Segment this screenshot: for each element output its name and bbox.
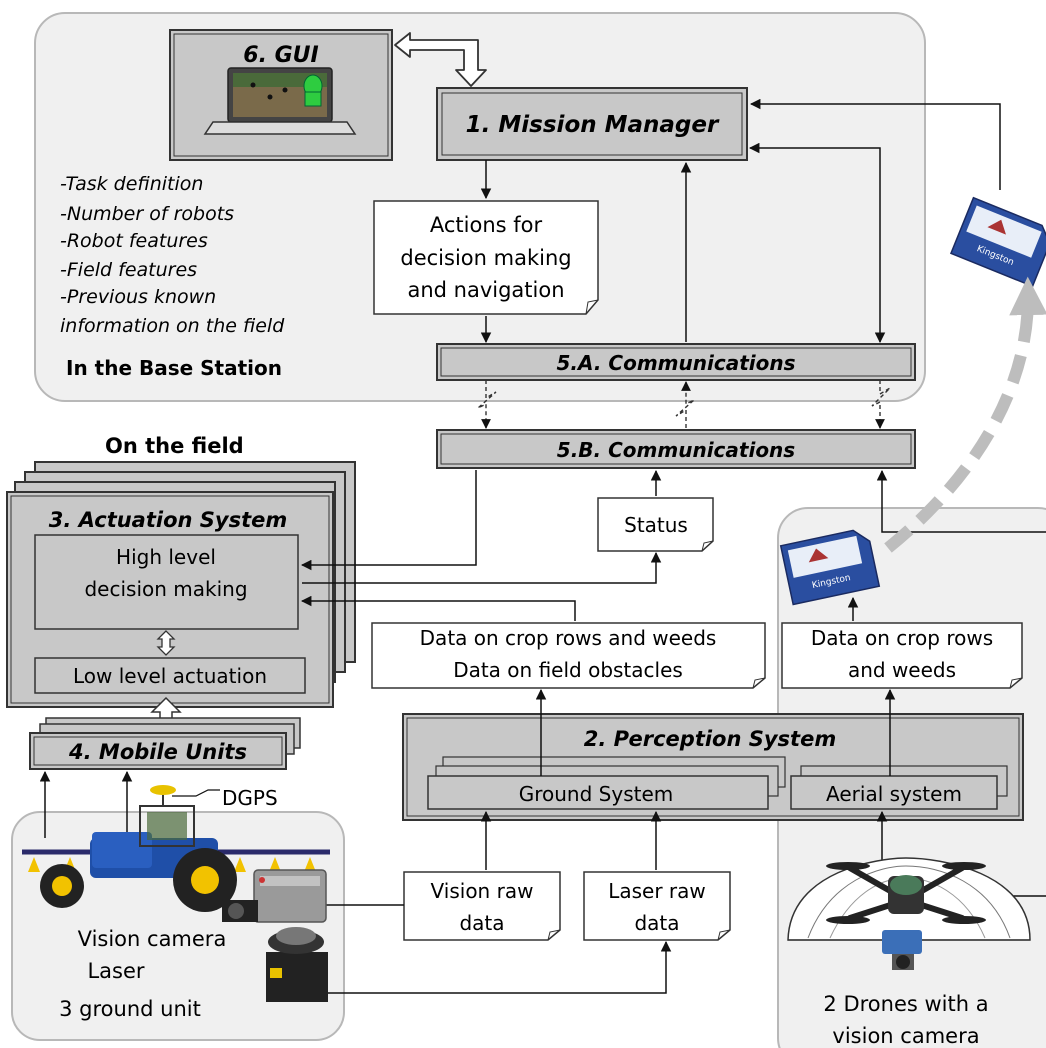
laptop-icon — [203, 67, 357, 135]
note-line: -Number of robots — [60, 203, 234, 225]
perception-system-box: 2. Perception System Ground System Aeria… — [402, 713, 1024, 821]
note-line: -Robot features — [60, 230, 208, 252]
drones-line: 2 Drones with a — [823, 992, 988, 1016]
tractor-icon — [22, 785, 330, 912]
base-station-label: In the Base Station — [66, 356, 282, 380]
laser-raw-line: Laser raw — [608, 879, 706, 903]
ground-data-line: Data on crop rows and weeds — [420, 626, 717, 650]
mobile-units-box: 4. Mobile Units — [29, 717, 301, 770]
field-label: On the field — [105, 434, 244, 458]
ground-system-label: Ground System — [519, 782, 674, 806]
mission-manager-box: 1. Mission Manager — [436, 87, 748, 161]
drones-line: vision camera — [832, 1024, 979, 1048]
aerial-system-box — [790, 775, 998, 810]
ground-unit-line: 3 ground unit — [59, 997, 201, 1021]
comm-a-box: 5.A. Communications — [436, 343, 916, 381]
actions-note-line: and navigation — [407, 278, 564, 302]
ground-data-note: Data on crop rows and weeds Data on fiel… — [371, 622, 766, 689]
actions-note-line: Actions for — [430, 213, 543, 237]
dgps-label: DGPS — [222, 786, 278, 810]
laser-scanner-icon — [266, 927, 328, 1002]
vision-raw-note: Vision raw data — [403, 871, 561, 941]
low-level-box — [34, 657, 306, 694]
actions-note: Actions for decision making and navigati… — [373, 200, 599, 315]
status-label: Status — [624, 513, 688, 537]
aerial-data-note: Data on crop rows and weeds — [781, 622, 1023, 689]
vision-raw-line: data — [459, 911, 504, 935]
ground-unit-line: Vision camera — [78, 927, 227, 951]
base-station-notes: -Task definition -Number of robots -Robo… — [60, 173, 285, 337]
aerial-data-line: Data on crop rows — [811, 626, 993, 650]
ground-unit-line: Laser — [87, 959, 144, 983]
gui-mission-double-arrow — [394, 32, 487, 87]
vision-raw-line: Vision raw — [431, 879, 534, 903]
status-note: Status — [597, 497, 714, 552]
gui-title: 6. GUI — [243, 43, 318, 68]
comm-b-box: 5.B. Communications — [436, 429, 916, 469]
perception-title: 2. Perception System — [584, 727, 836, 751]
aerial-data-line: and weeds — [848, 658, 956, 682]
data-transfer-dashed-arrow — [884, 276, 1046, 553]
wireless-links — [477, 380, 891, 429]
high-level-line: High level — [116, 545, 216, 569]
aerial-system-label: Aerial system — [826, 782, 962, 806]
mission-manager-title: 1. Mission Manager — [466, 112, 720, 138]
ground-data-line: Data on field obstacles — [453, 658, 683, 682]
comm-b-title: 5.B. Communications — [557, 438, 795, 462]
note-line: -Task definition — [60, 173, 203, 195]
actuation-system-box: 3. Actuation System High level decision … — [6, 461, 356, 708]
comm-a-title: 5.A. Communications — [556, 351, 795, 375]
note-line: information on the field — [60, 315, 285, 337]
sd-card-icon: Kingston — [949, 196, 1046, 288]
laser-raw-line: data — [634, 911, 679, 935]
laser-raw-note: Laser raw data — [583, 871, 731, 941]
gui-box: 6. GUI — [169, 29, 393, 161]
vision-camera-icon — [222, 869, 327, 923]
ground-system-box — [427, 775, 769, 810]
high-level-box — [34, 534, 299, 630]
drone-icon — [787, 857, 1031, 970]
internal-double-arrow — [156, 630, 176, 656]
connectors — [39, 98, 1046, 994]
low-level-title: Low level actuation — [73, 664, 267, 688]
actuation-title: 3. Actuation System — [49, 508, 288, 532]
mobile-units-title: 4. Mobile Units — [68, 740, 247, 764]
note-line: -Previous known — [60, 286, 216, 308]
actions-note-line: decision making — [400, 246, 571, 270]
high-level-line: decision making — [84, 577, 247, 601]
dgps-pointer — [172, 789, 220, 797]
sd-card-icon: Kingston — [779, 529, 881, 606]
note-line: -Field features — [60, 259, 197, 281]
